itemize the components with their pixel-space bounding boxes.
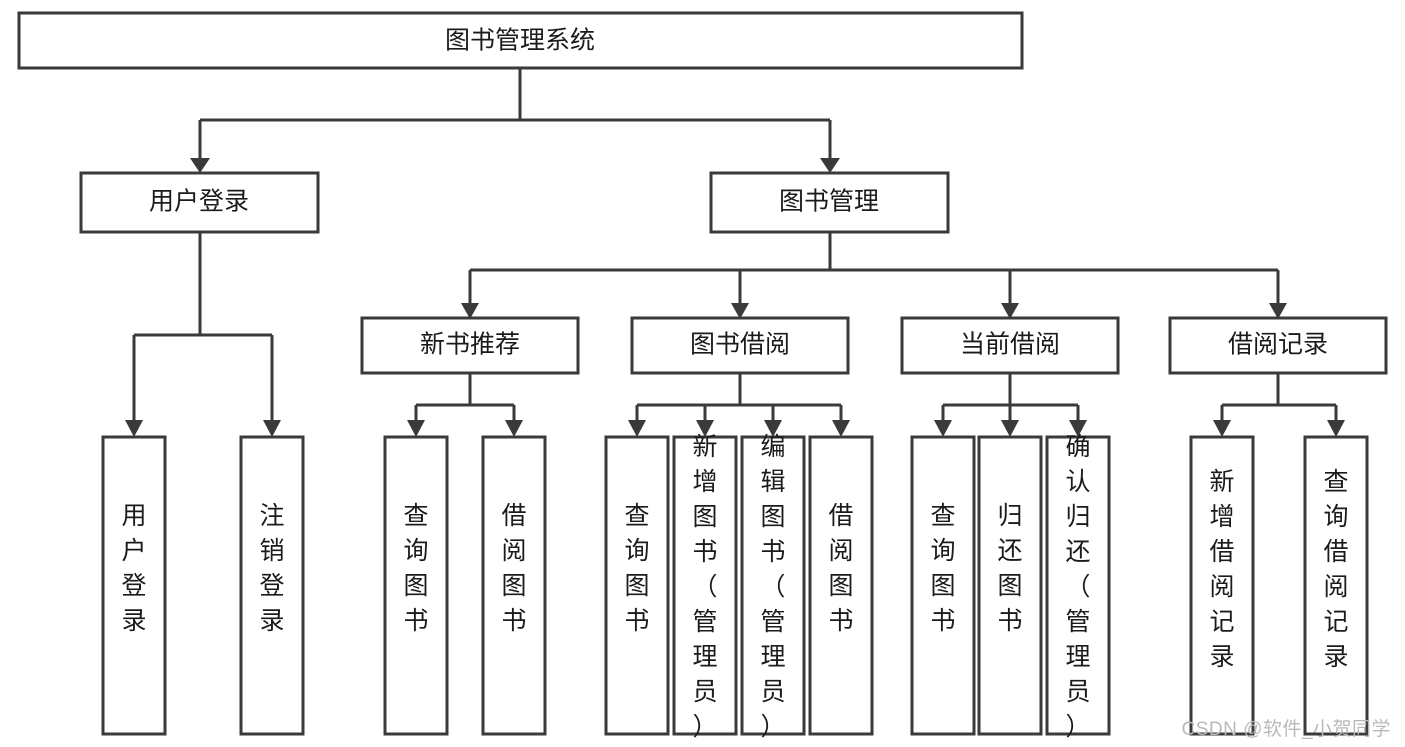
arrow-head-icon — [125, 420, 143, 437]
node-leaf-box[interactable] — [740, 435, 806, 736]
node-leaf-current-borrow-1[interactable]: 查询图书 — [910, 435, 976, 736]
node-root-box[interactable] — [17, 11, 1024, 70]
node-book-borrow-box[interactable] — [630, 316, 850, 375]
node-leaf-box[interactable] — [672, 435, 738, 736]
node-root-label: 图书管理系统 — [445, 27, 595, 55]
node-leaf-user-login-2-label: 注销登录 — [259, 502, 284, 635]
node-leaf-user-login-1-label: 用户登录 — [121, 502, 146, 635]
node-user-login-box[interactable] — [79, 171, 320, 234]
arrow-head-icon — [820, 158, 840, 173]
node-user-login-label: 用户登录 — [149, 188, 249, 216]
node-leaf-box[interactable] — [481, 435, 547, 736]
node-leaf-current-borrow-3[interactable]: 确认归还（管理员） — [1045, 433, 1111, 741]
node-leaf-current-borrow-3-label: 确认归还（管理员） — [1065, 433, 1090, 741]
node-leaf-book-borrow-1[interactable]: 查询图书 — [604, 435, 670, 736]
connector-book-manage-children — [461, 232, 1287, 319]
node-leaf-book-borrow-4[interactable]: 借阅图书 — [808, 435, 874, 736]
arrow-head-icon — [934, 420, 952, 437]
node-leaf-borrow-record-1[interactable]: 新增借阅记录 — [1189, 435, 1255, 736]
node-current-borrow-label: 当前借阅 — [960, 331, 1060, 359]
node-root[interactable]: 图书管理系统 — [17, 11, 1024, 70]
node-leaf-new-book-rec-2-label: 借阅图书 — [501, 502, 526, 635]
arrow-head-icon — [407, 420, 425, 437]
node-leaf-new-book-rec-2[interactable]: 借阅图书 — [481, 435, 547, 736]
connector-new-book-rec-children — [407, 373, 523, 437]
node-leaf-current-borrow-2-label: 归还图书 — [997, 502, 1022, 635]
node-leaf-box[interactable] — [808, 435, 874, 736]
node-leaf-borrow-record-2[interactable]: 查询借阅记录 — [1303, 435, 1369, 736]
node-leaf-borrow-record-2-label: 查询借阅记录 — [1323, 468, 1348, 671]
node-book-borrow[interactable]: 图书借阅 — [630, 316, 850, 375]
node-leaf-book-borrow-4-label: 借阅图书 — [828, 502, 853, 635]
node-new-book-rec-box[interactable] — [360, 316, 580, 375]
node-leaf-box[interactable] — [383, 435, 449, 736]
node-borrow-record-box[interactable] — [1168, 316, 1388, 375]
node-leaf-current-borrow-2[interactable]: 归还图书 — [977, 435, 1043, 736]
node-leaf-box[interactable] — [1045, 435, 1111, 736]
node-leaf-box[interactable] — [239, 435, 305, 736]
connector-current-borrow-children — [934, 373, 1087, 437]
arrow-head-icon — [1327, 420, 1345, 437]
node-new-book-rec[interactable]: 新书推荐 — [360, 316, 580, 375]
arrow-head-icon — [832, 420, 850, 437]
node-leaf-box[interactable] — [1189, 435, 1255, 736]
node-leaf-user-login-1[interactable]: 用户登录 — [101, 435, 167, 736]
node-leaf-box[interactable] — [910, 435, 976, 736]
node-leaf-current-borrow-1-label: 查询图书 — [930, 502, 955, 635]
node-leaf-book-borrow-1-label: 查询图书 — [624, 502, 649, 635]
node-leaf-borrow-record-1-label: 新增借阅记录 — [1209, 468, 1234, 671]
connector-book-borrow-children — [628, 373, 850, 437]
arrow-head-icon — [1069, 420, 1087, 437]
node-leaf-box[interactable] — [604, 435, 670, 736]
connector-root-to-level2 — [190, 68, 840, 173]
node-new-book-rec-label: 新书推荐 — [420, 331, 520, 359]
node-borrow-record[interactable]: 借阅记录 — [1168, 316, 1388, 375]
node-leaf-box[interactable] — [101, 435, 167, 736]
node-leaf-user-login-2[interactable]: 注销登录 — [239, 435, 305, 736]
arrow-head-icon — [764, 420, 782, 437]
node-leaf-new-book-rec-1[interactable]: 查询图书 — [383, 435, 449, 736]
node-book-manage-box[interactable] — [709, 171, 950, 234]
arrow-head-icon — [461, 303, 479, 319]
arrow-head-icon — [696, 420, 714, 437]
arrow-head-icon — [1213, 420, 1231, 437]
node-book-manage[interactable]: 图书管理 — [709, 171, 950, 234]
node-leaf-box[interactable] — [977, 435, 1043, 736]
arrow-head-icon — [1001, 420, 1019, 437]
arrow-head-icon — [263, 420, 281, 437]
arrow-head-icon — [731, 303, 749, 319]
node-leaf-new-book-rec-1-label: 查询图书 — [403, 502, 428, 635]
node-leaf-book-borrow-3[interactable]: 编辑图书（管理员） — [740, 433, 806, 741]
node-borrow-record-label: 借阅记录 — [1228, 331, 1328, 359]
connector-borrow-record-children — [1213, 373, 1345, 437]
node-book-borrow-label: 图书借阅 — [690, 331, 790, 359]
arrow-head-icon — [505, 420, 523, 437]
node-leaf-book-borrow-2-label: 新增图书（管理员） — [692, 433, 717, 741]
node-current-borrow-box[interactable] — [900, 316, 1120, 375]
node-leaf-box[interactable] — [1303, 435, 1369, 736]
watermark: CSDN @软件_小贺同学 — [1181, 719, 1391, 740]
node-user-login[interactable]: 用户登录 — [79, 171, 320, 234]
arrow-head-icon — [1001, 303, 1019, 319]
arrow-head-icon — [1269, 303, 1287, 319]
node-leaf-book-borrow-2[interactable]: 新增图书（管理员） — [672, 433, 738, 741]
arrow-head-icon — [628, 420, 646, 437]
node-current-borrow[interactable]: 当前借阅 — [900, 316, 1120, 375]
connector-user-login-children — [125, 232, 281, 437]
node-leaf-book-borrow-3-label: 编辑图书（管理员） — [760, 433, 785, 741]
arrow-head-icon — [190, 158, 210, 173]
node-book-manage-label: 图书管理 — [779, 188, 879, 216]
